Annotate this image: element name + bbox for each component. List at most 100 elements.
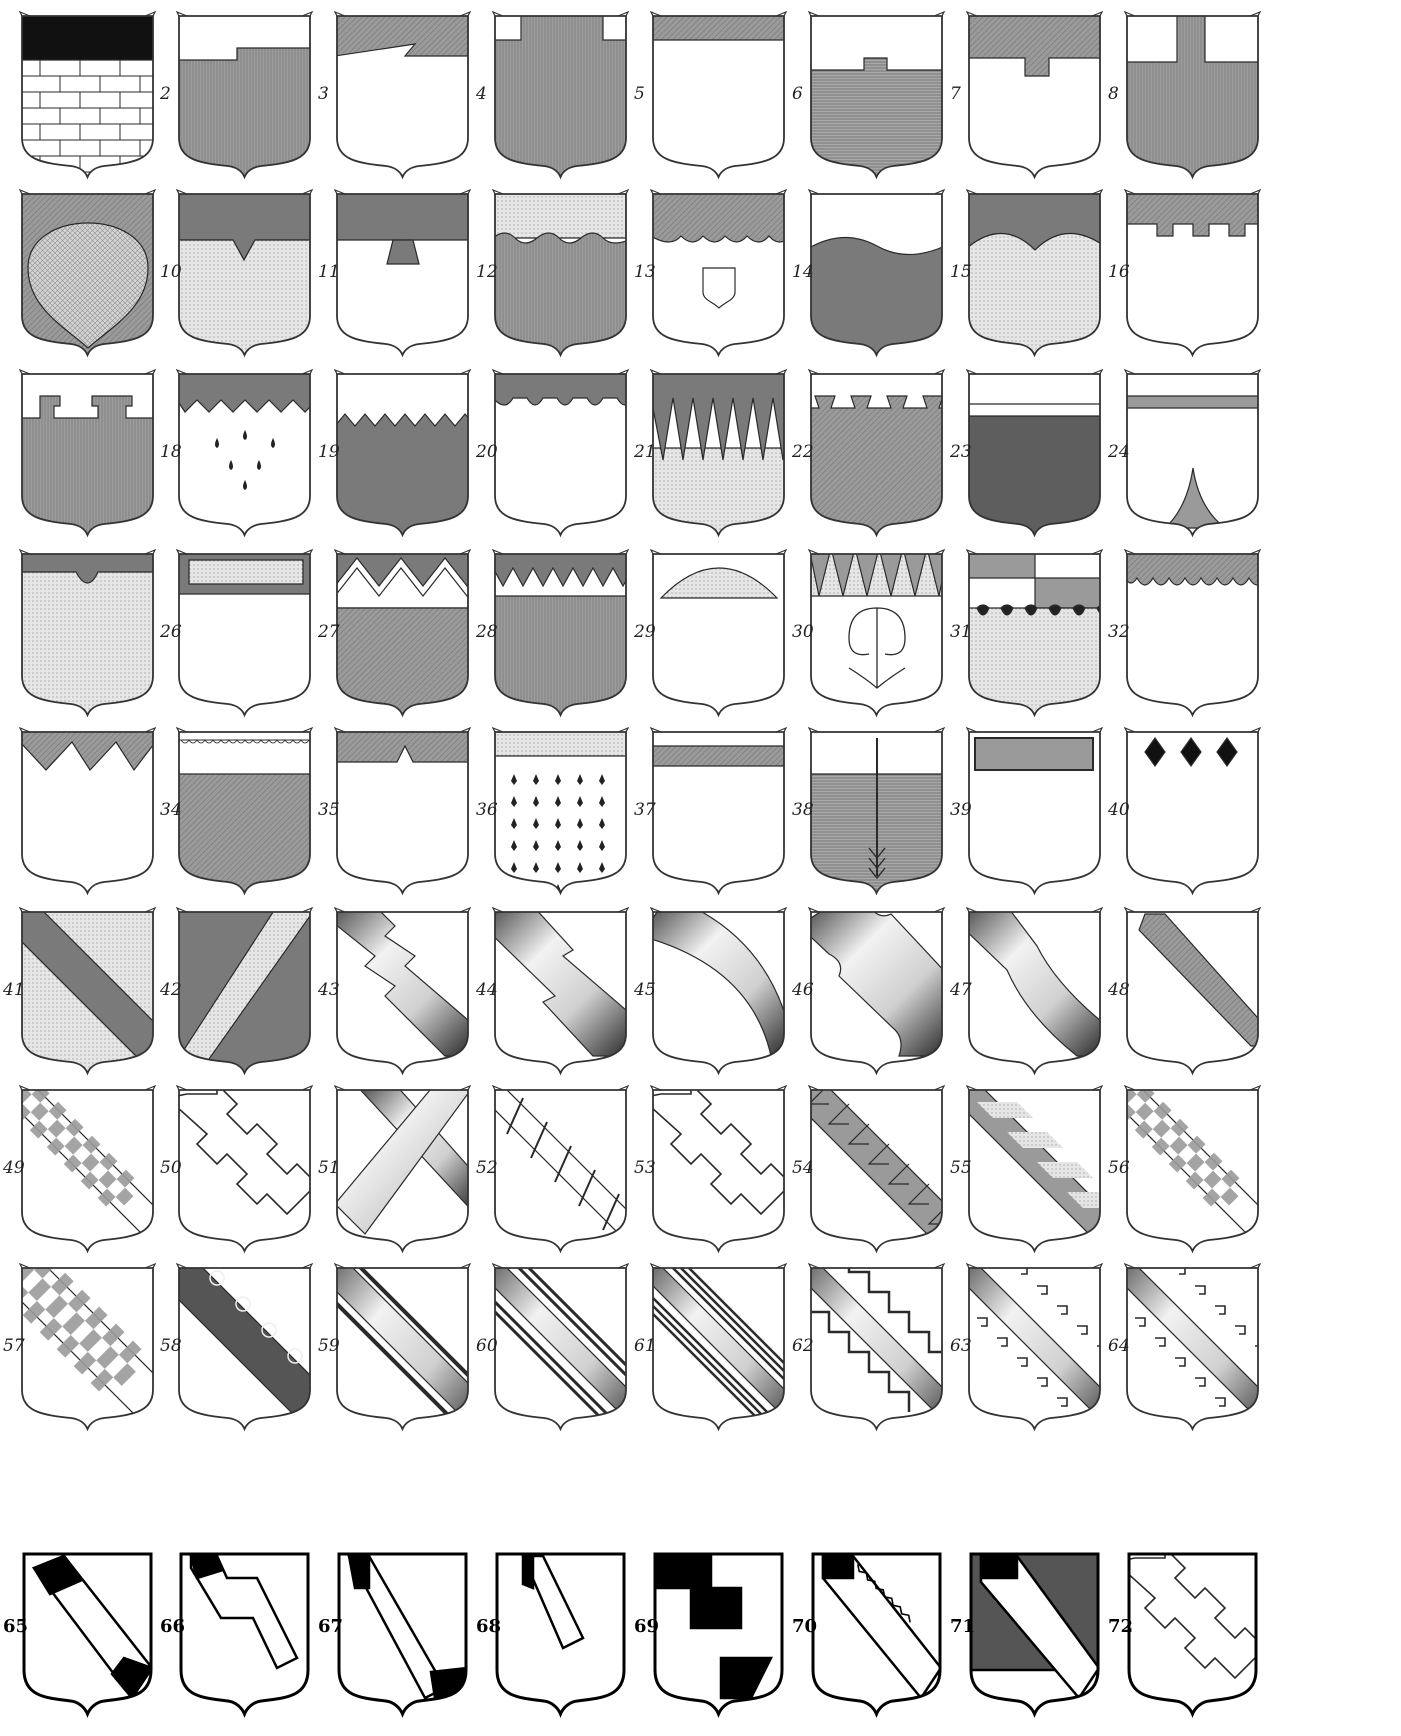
shield-40 — [1125, 726, 1260, 894]
shield-number: 26 — [160, 624, 182, 641]
shield-drawing — [177, 1548, 312, 1716]
shield-37 — [651, 726, 786, 894]
shield-62 — [809, 1262, 944, 1430]
shield-drawing — [967, 548, 1102, 716]
shield-number: 38 — [792, 802, 814, 819]
shield-34 — [177, 726, 312, 894]
shield-number: 45 — [634, 982, 656, 999]
shield-drawing — [335, 1262, 470, 1430]
shield-drawing — [967, 1548, 1102, 1716]
shield-drawing — [335, 726, 470, 894]
shield-r1c1 — [20, 10, 155, 178]
shield-number: 36 — [476, 802, 498, 819]
shield-26 — [177, 548, 312, 716]
shield-number: 19 — [318, 444, 340, 461]
shield-59 — [335, 1262, 470, 1430]
shield-number: 70 — [792, 1618, 817, 1636]
shield-number: 27 — [318, 624, 340, 641]
shield-61 — [651, 1262, 786, 1430]
shield-drawing — [967, 1262, 1102, 1430]
shield-drawing — [651, 1262, 786, 1430]
shield-10 — [177, 188, 312, 356]
shield-number: 48 — [1108, 982, 1130, 999]
shield-number: 4 — [476, 86, 487, 103]
shield-drawing — [177, 1084, 312, 1252]
shield-number: 59 — [318, 1338, 340, 1355]
shield-number: 12 — [476, 264, 498, 281]
shield-drawing — [967, 906, 1102, 1074]
shield-r2c1 — [20, 188, 155, 356]
shield-drawing — [177, 726, 312, 894]
shield-60 — [493, 1262, 628, 1430]
shield-number: 57 — [3, 1338, 25, 1355]
shield-drawing — [493, 1084, 628, 1252]
shield-drawing — [335, 10, 470, 178]
shield-drawing — [20, 368, 155, 536]
shield-drawing — [1125, 726, 1260, 894]
shield-drawing — [177, 10, 312, 178]
shield-35 — [335, 726, 470, 894]
shield-drawing — [20, 548, 155, 716]
shield-number: 6 — [792, 86, 803, 103]
shield-31 — [967, 548, 1102, 716]
shield-drawing — [1125, 1262, 1260, 1430]
shield-number: 40 — [1108, 802, 1130, 819]
shield-drawing — [1125, 1548, 1260, 1716]
shield-drawing — [651, 368, 786, 536]
shield-drawing — [1125, 10, 1260, 178]
shield-drawing — [335, 188, 470, 356]
shield-drawing — [651, 10, 786, 178]
shield-number: 42 — [160, 982, 182, 999]
shield-3 — [335, 10, 470, 178]
shield-drawing — [1125, 906, 1260, 1074]
shield-drawing — [20, 188, 155, 356]
shield-drawing — [493, 368, 628, 536]
shield-number: 39 — [950, 802, 972, 819]
shield-number: 72 — [1108, 1618, 1133, 1636]
shield-51 — [335, 1084, 470, 1252]
shield-36 — [493, 726, 628, 894]
shield-28 — [493, 548, 628, 716]
shield-number: 56 — [1108, 1160, 1130, 1177]
shield-29 — [651, 548, 786, 716]
shield-drawing — [1125, 1084, 1260, 1252]
shield-drawing — [20, 1548, 155, 1716]
shield-drawing — [809, 10, 944, 178]
shield-22 — [809, 368, 944, 536]
shield-72 — [1125, 1548, 1260, 1716]
shield-number: 7 — [950, 86, 961, 103]
shield-21 — [651, 368, 786, 536]
shield-drawing — [809, 1084, 944, 1252]
shield-number: 31 — [950, 624, 972, 641]
shield-number: 20 — [476, 444, 498, 461]
shield-number: 23 — [950, 444, 972, 461]
shield-8 — [1125, 10, 1260, 178]
shield-number: 43 — [318, 982, 340, 999]
shield-number: 49 — [3, 1160, 25, 1177]
shield-14 — [809, 188, 944, 356]
shield-number: 60 — [476, 1338, 498, 1355]
shield-4 — [493, 10, 628, 178]
shield-number: 24 — [1108, 444, 1130, 461]
shield-46 — [809, 906, 944, 1074]
shield-drawing — [20, 726, 155, 894]
shield-drawing — [651, 548, 786, 716]
shield-number: 22 — [792, 444, 814, 461]
shield-drawing — [335, 368, 470, 536]
shield-drawing — [177, 368, 312, 536]
shield-13 — [651, 188, 786, 356]
shield-number: 55 — [950, 1160, 972, 1177]
shield-number: 10 — [160, 264, 182, 281]
shield-number: 29 — [634, 624, 656, 641]
shield-drawing — [967, 10, 1102, 178]
shield-drawing — [177, 906, 312, 1074]
shield-drawing — [809, 1262, 944, 1430]
shield-18 — [177, 368, 312, 536]
shield-drawing — [335, 548, 470, 716]
shield-2 — [177, 10, 312, 178]
shield-27 — [335, 548, 470, 716]
shield-63 — [967, 1262, 1102, 1430]
shield-number: 64 — [1108, 1338, 1130, 1355]
shield-number: 46 — [792, 982, 814, 999]
shield-drawing — [651, 726, 786, 894]
